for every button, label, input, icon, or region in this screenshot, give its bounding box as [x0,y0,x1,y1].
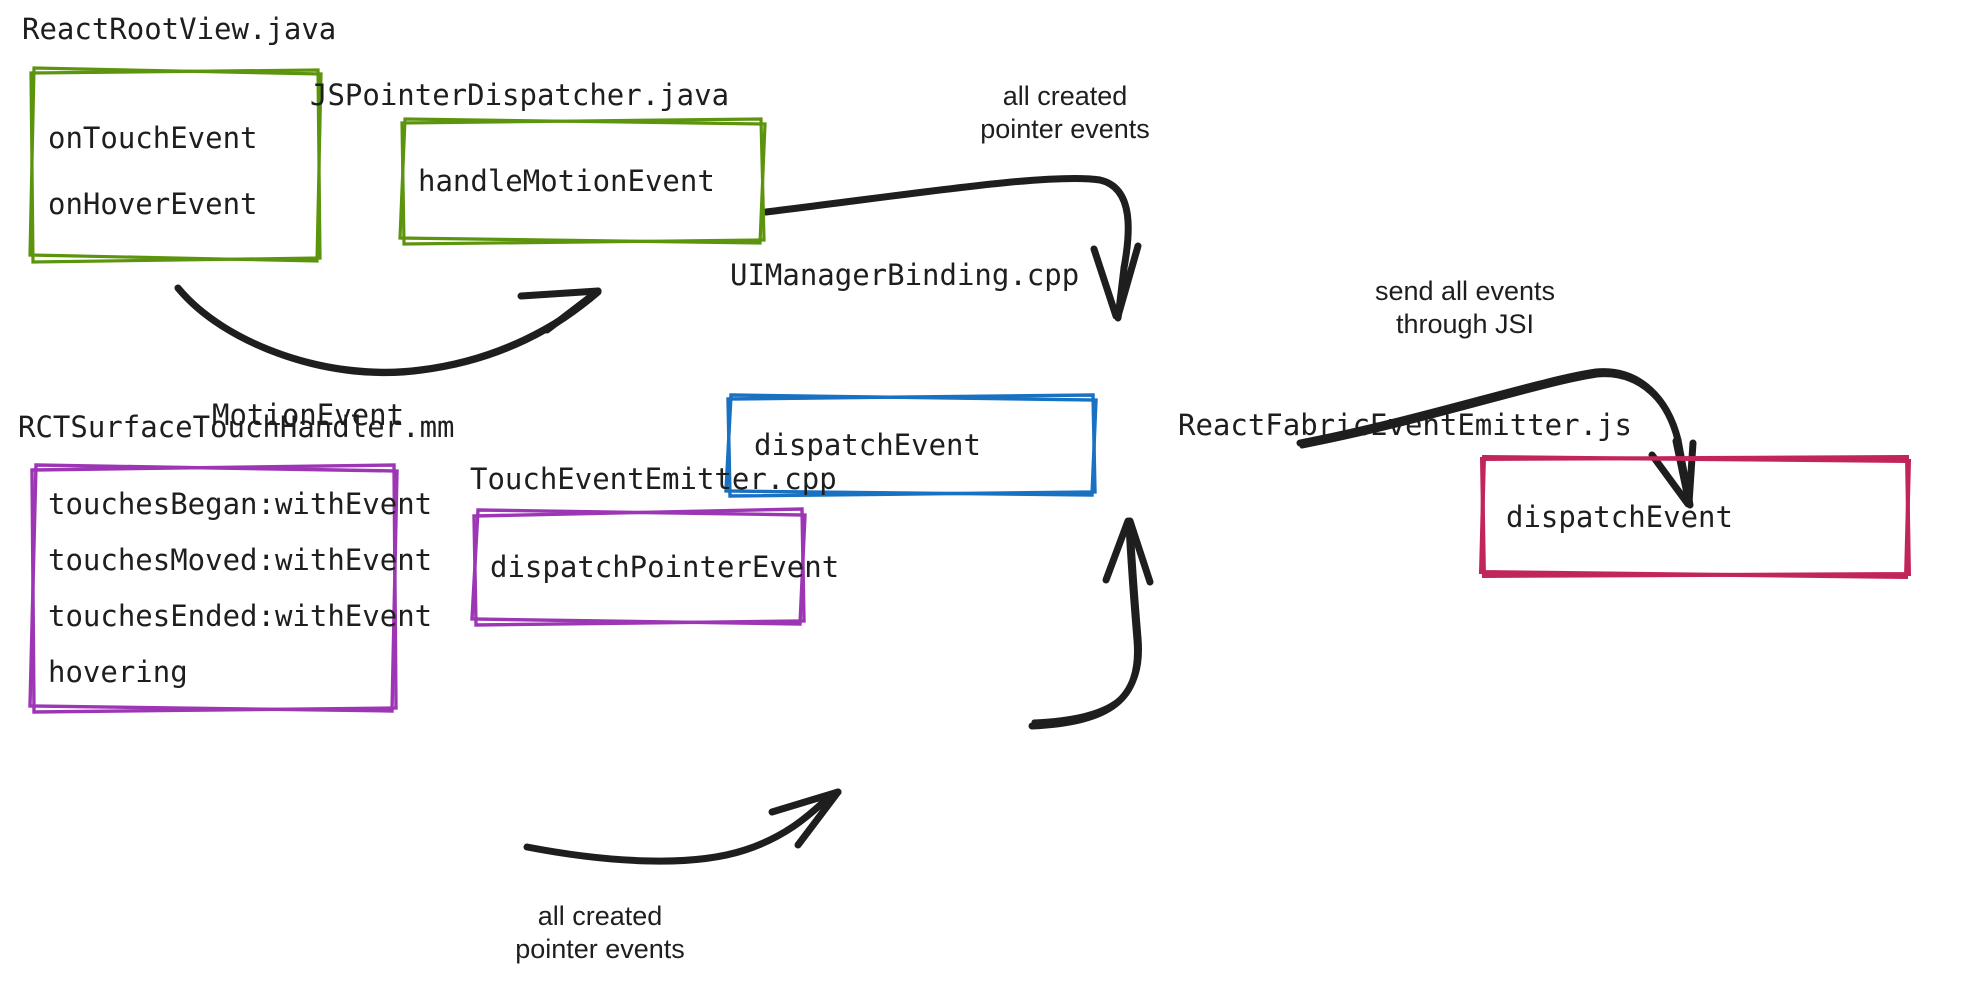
node-items-js-pointer-dispatcher: handleMotionEvent [398,116,768,246]
box-item: touchesMoved:withEvent [48,543,433,577]
node-items-react-root-view: onTouchEvent onHoverEvent [28,65,324,265]
sketchy-rect-green-2 [398,117,767,246]
node-title-rct-surface-touch-handler: RCTSurfaceTouchHandler.mm [18,410,455,444]
node-title-ui-manager-binding: UIManagerBinding.cpp [730,258,1080,292]
sketchy-rect-crimson [1478,454,1912,580]
sketchy-rect-purple-1 [28,463,399,714]
node-box-react-fabric-event-emitter[interactable]: dispatchEvent [1478,454,1912,580]
box-item: dispatchEvent [754,428,981,462]
edge-label-through-jsi: send all events through JSI [1374,276,1556,340]
node-items-touch-event-emitter: dispatchPointerEvent [470,506,840,628]
node-items-react-fabric-event-emitter: dispatchEvent [1478,454,1912,579]
node-box-ui-manager-binding[interactable]: dispatchEvent [724,392,1099,498]
arrow-android-pointer-events [762,174,1142,322]
box-item: onTouchEvent [48,121,258,155]
arrow-motion-event [174,284,602,377]
node-items-rct-surface-touch-handler: touchesBegan:withEvent touchesMoved:with… [28,462,433,714]
box-item: onHoverEvent [48,187,258,221]
arrow-ios-touch-to-emitter [523,788,842,865]
edge-label-ios-touch-to-emitter: all created pointer events [515,901,685,965]
node-title-js-pointer-dispatcher: JSPointerDispatcher.java [310,78,730,112]
node-box-touch-event-emitter[interactable]: dispatchPointerEvent [470,506,840,628]
box-item: touchesEnded:withEvent [48,599,433,633]
edge-label-motion-event: MotionEvent [212,398,405,432]
node-box-react-root-view[interactable]: onTouchEvent onHoverEvent [28,65,324,265]
box-item: handleMotionEvent [418,164,715,198]
sketchy-rect-purple-2 [470,507,807,627]
box-item: hovering [48,655,188,689]
node-title-touch-event-emitter: TouchEventEmitter.cpp [470,462,837,496]
node-title-react-root-view: ReactRootView.java [22,12,337,46]
box-item: dispatchEvent [1506,499,1733,534]
node-title-react-fabric-event-emitter: ReactFabricEventEmitter.js [1178,408,1632,442]
arrow-emitter-to-binding [1028,517,1154,730]
node-box-rct-surface-touch-handler[interactable]: touchesBegan:withEvent touchesMoved:with… [28,462,433,714]
edge-label-android-pointer-events: all created pointer events [980,81,1150,145]
box-item: dispatchPointerEvent [490,550,840,584]
node-box-js-pointer-dispatcher[interactable]: handleMotionEvent [398,116,768,246]
node-items-ui-manager-binding: dispatchEvent [724,392,1099,498]
box-item: touchesBegan:withEvent [48,487,433,521]
sketchy-rect-blue [724,393,1098,498]
sketchy-rect-green-1 [28,66,323,264]
